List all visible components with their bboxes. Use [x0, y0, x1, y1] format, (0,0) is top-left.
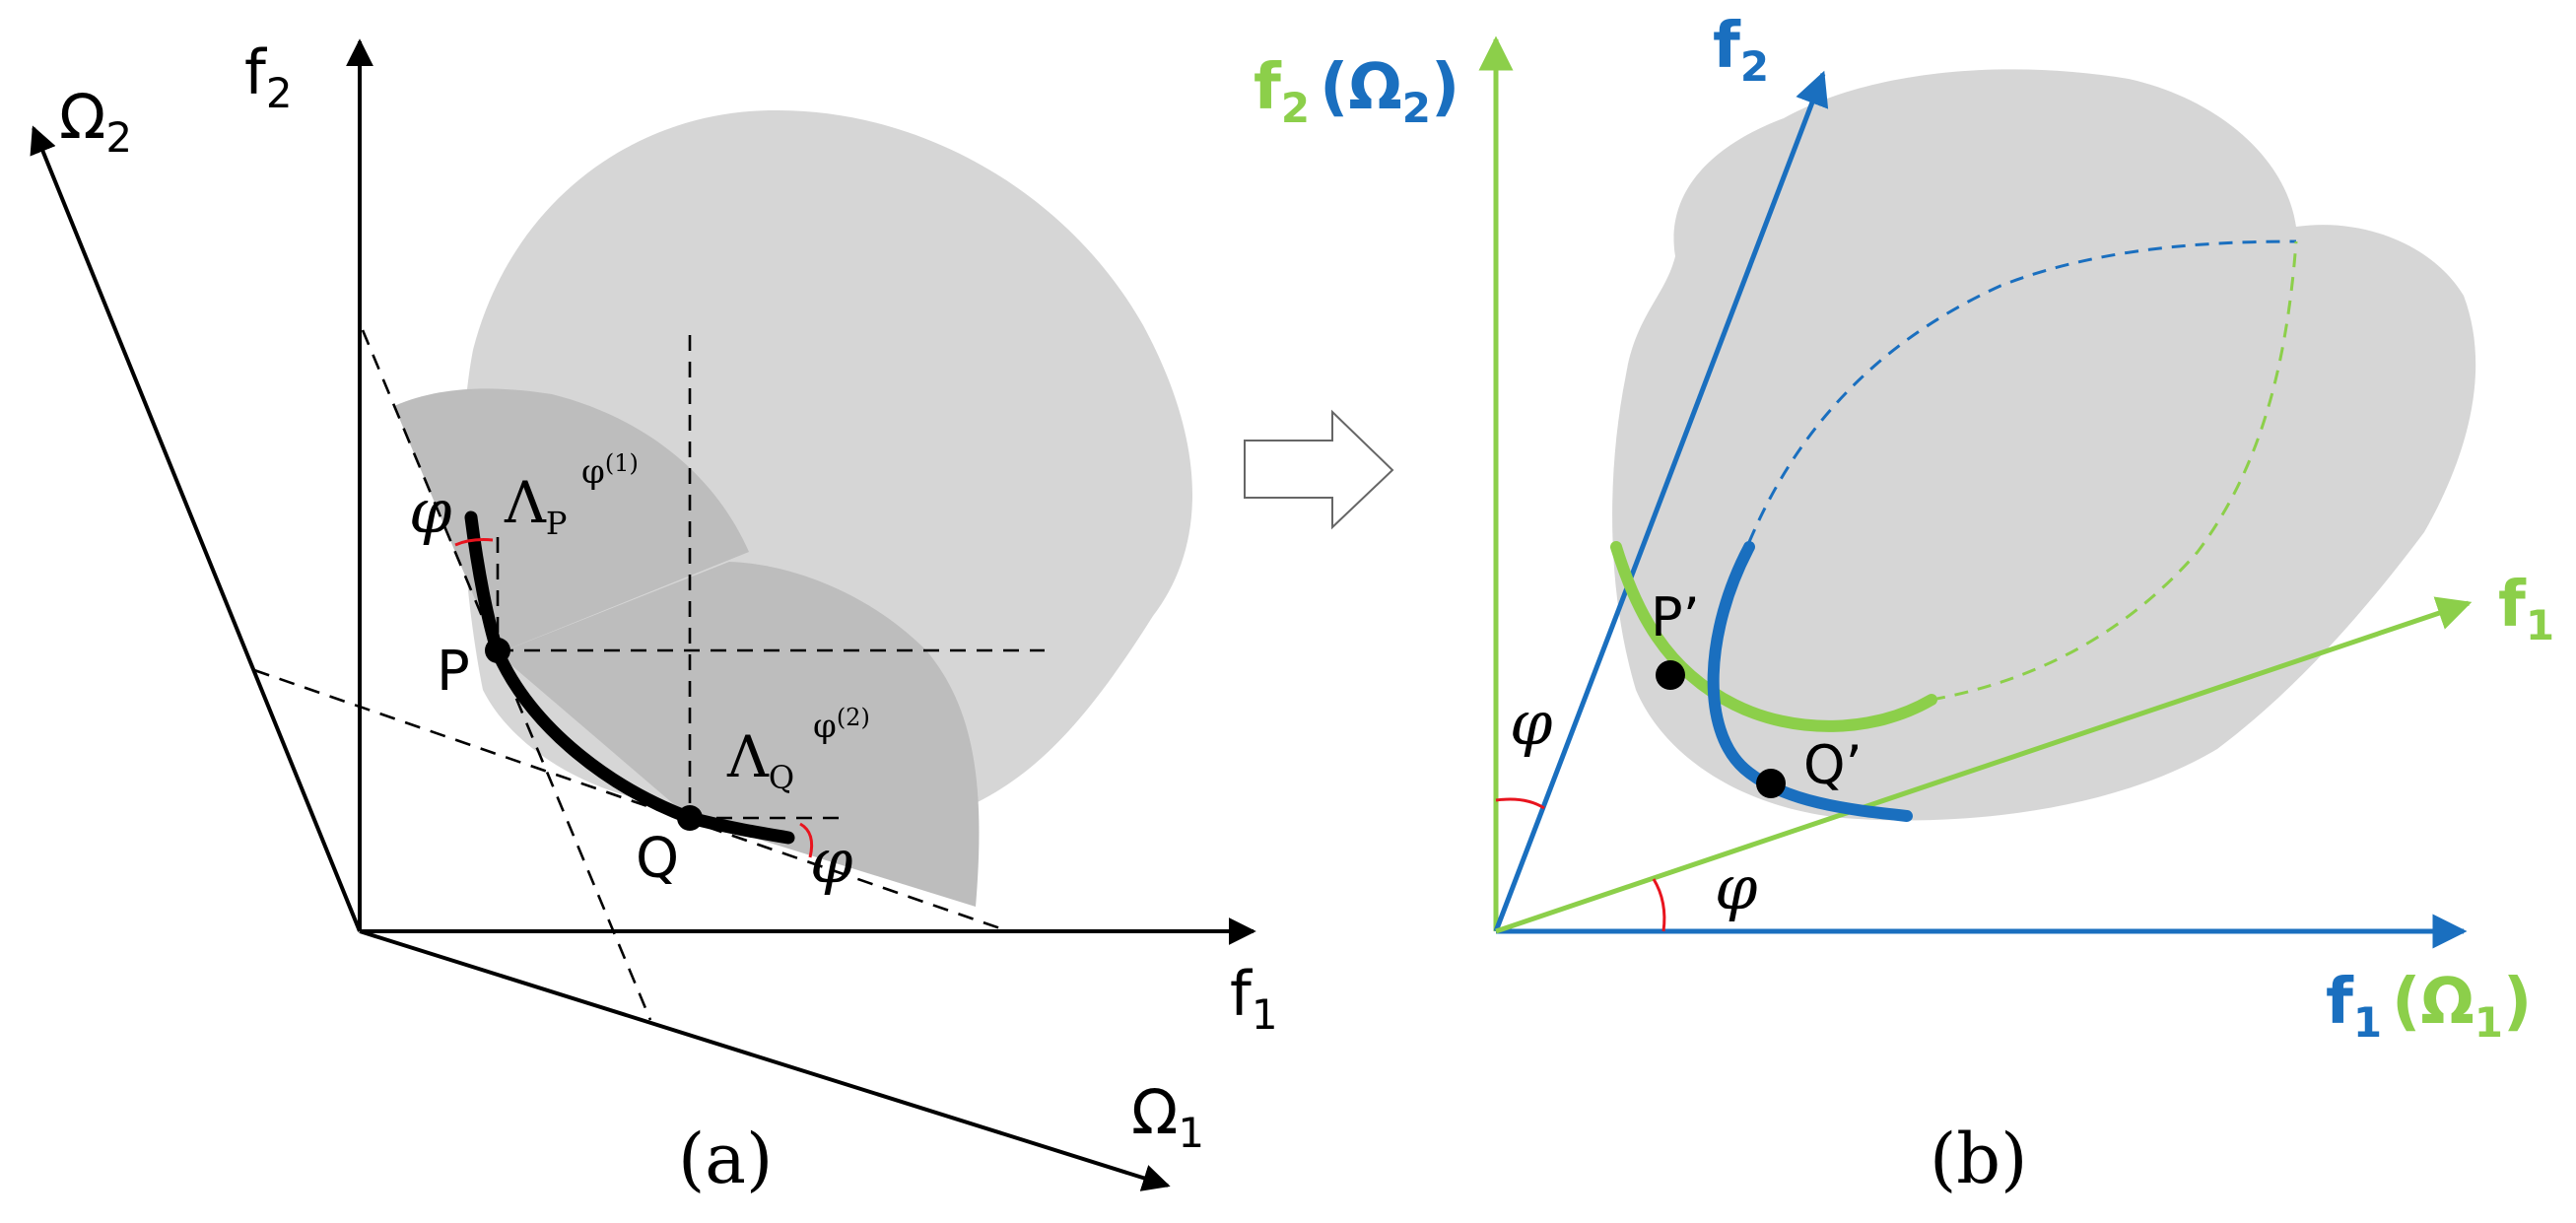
- label-f2-green-omega2-blue: f2(Ω2): [1254, 51, 1459, 132]
- angle-arc-b-vertical: [1495, 797, 1545, 810]
- point-q-prime: [1756, 769, 1786, 798]
- label-phi-b-vertical: φ: [1510, 687, 1553, 759]
- point-p: [485, 638, 510, 663]
- label-point-p-prime: P’: [1651, 586, 1700, 648]
- point-q: [677, 805, 703, 831]
- transition-arrow-icon: [1244, 409, 1394, 530]
- caption-b: (b): [1930, 1119, 2027, 1199]
- f1-green-axis: [1495, 596, 2473, 934]
- point-p-prime: [1656, 660, 1685, 690]
- label-f1-blue-omega1-green: f1(Ω1): [2326, 966, 2532, 1047]
- label-omega2: Ω2: [59, 81, 132, 162]
- pareto-front-green: [1610, 541, 1937, 732]
- label-point-q-prime: Q’: [1803, 734, 1863, 796]
- label-lambda-q: ΛQ: [726, 723, 794, 796]
- label-lambda-q-superscript: φ(2): [813, 704, 870, 746]
- label-f2: f2: [244, 36, 293, 117]
- dashed-green-front: [1931, 240, 2298, 702]
- omega2-axis: [30, 125, 362, 932]
- angle-arc-p: [454, 538, 494, 547]
- label-omega1: Ω1: [1131, 1076, 1204, 1157]
- label-lambda-p: ΛP: [504, 469, 567, 542]
- f2-blue-axis: [1493, 70, 1829, 932]
- pareto-front-blue: [1707, 541, 1913, 822]
- panel-b: f2(Ω2) f2 f1 f1(Ω1) P’ Q’ φ φ (b): [1254, 10, 2554, 1199]
- label-f2-blue: f2: [1713, 10, 1769, 91]
- label-phi-q: φ: [810, 825, 853, 897]
- label-f1-green: f1: [2498, 569, 2554, 649]
- pareto-front-a: [464, 510, 795, 845]
- dominance-cone-q: [498, 562, 980, 907]
- angle-arc-b-horizontal: [1652, 878, 1666, 932]
- dashed-blue-front: [1747, 239, 2297, 543]
- label-phi-p: φ: [409, 475, 452, 547]
- caption-a: (a): [678, 1119, 773, 1199]
- label-point-q: Q: [636, 827, 679, 891]
- omega1-axis: [359, 929, 1171, 1191]
- panel-a: f2 f1 Ω2 Ω1 P Q φ φ ΛP φ(1) ΛQ φ(2) (a): [30, 36, 1278, 1199]
- label-phi-b-horizontal: φ: [1715, 851, 1758, 923]
- label-lambda-p-superscript: φ(1): [581, 449, 639, 492]
- label-f1: f1: [1230, 958, 1278, 1039]
- angle-arc-q: [799, 822, 814, 858]
- label-point-p: P: [437, 640, 470, 704]
- feasible-region-b: [1612, 69, 2476, 821]
